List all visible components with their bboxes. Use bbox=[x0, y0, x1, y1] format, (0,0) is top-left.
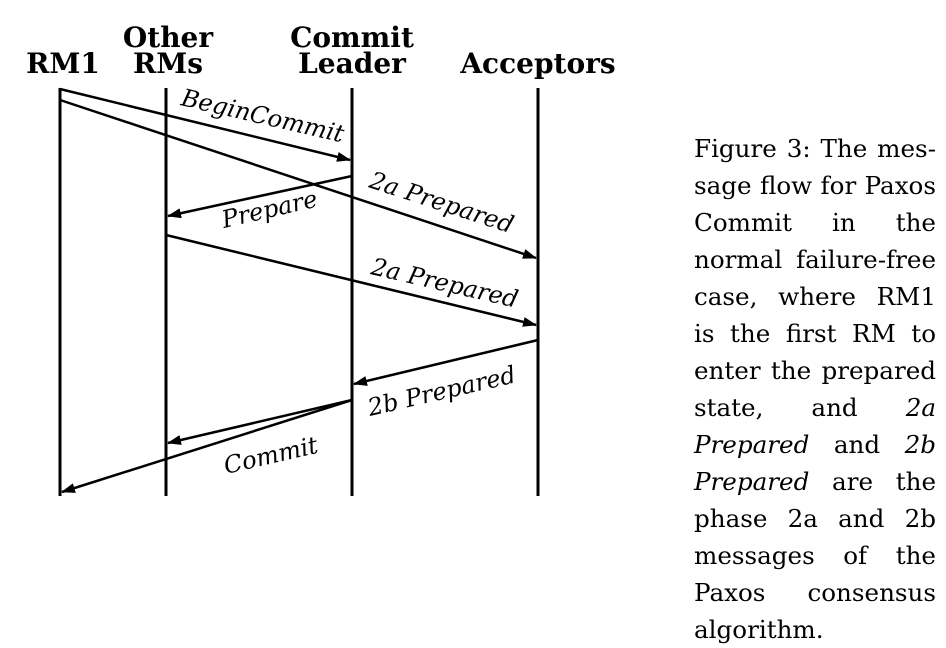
prepare-label: Prepare bbox=[218, 185, 320, 234]
commit-to-rm1-arrow bbox=[61, 398, 353, 494]
commit-label: Commit bbox=[221, 431, 321, 480]
2b-prepared-arrow bbox=[353, 338, 539, 386]
rm1-header: RM1 bbox=[26, 47, 100, 80]
other-rms-header-line1: Other bbox=[123, 21, 214, 54]
rm1-2a-prepared-label: 2a Prepared bbox=[365, 166, 517, 239]
commit-leader-header-line2: Leader bbox=[298, 47, 407, 80]
2b-prepared-label: 2b Prepared bbox=[364, 361, 518, 422]
commit-leader-header-line1: Commit bbox=[290, 21, 414, 54]
caption-em-2a-prepared: 2a Prepared bbox=[694, 393, 936, 459]
rm1-2a-prepared-arrow bbox=[59, 98, 537, 260]
caption-text-1: Figure 3: The mes­sage flow for Paxos Co… bbox=[694, 134, 936, 422]
figure-caption: Figure 3: The mes­sage flow for Paxos Co… bbox=[694, 130, 936, 648]
others-2a-prepared-label: 2a Prepared bbox=[368, 252, 521, 313]
begin-commit-arrow bbox=[59, 87, 351, 162]
caption-em-2b-prepared: 2b Prepared bbox=[694, 430, 936, 496]
message-flow-diagram: RM1 Other RMs Commit Leader Acceptors Be… bbox=[26, 21, 616, 496]
caption-text-2: and bbox=[809, 430, 905, 459]
others-2a-prepared-arrow bbox=[165, 233, 537, 327]
commit-to-other-rms-arrow bbox=[167, 398, 353, 445]
other-rms-header-line2: RMs bbox=[133, 47, 203, 80]
prepare-arrow bbox=[167, 174, 353, 219]
acceptors-header: Acceptors bbox=[459, 47, 615, 80]
